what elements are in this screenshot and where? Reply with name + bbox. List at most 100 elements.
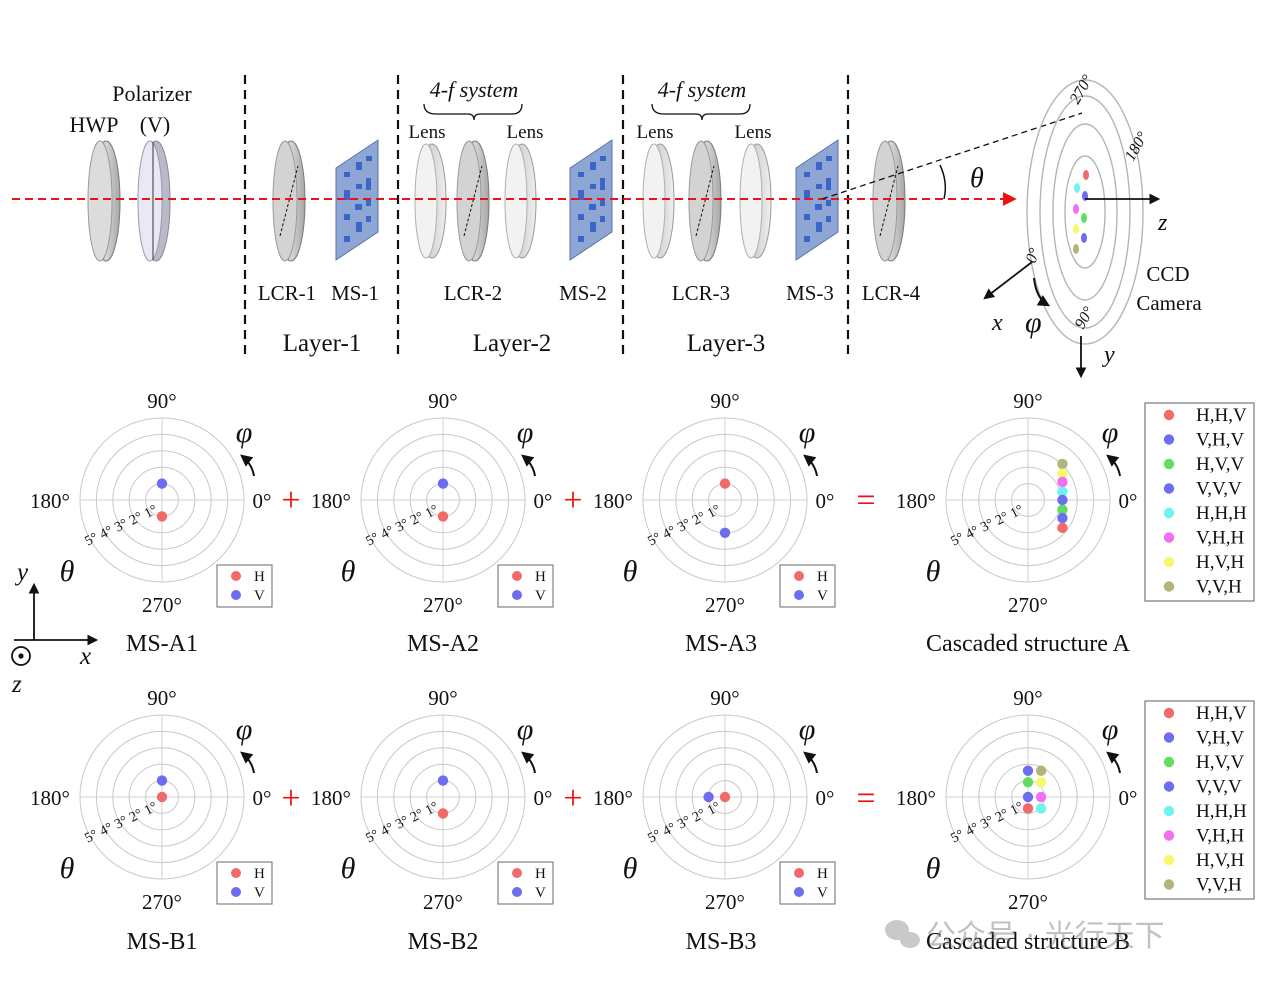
radial-tick-1: 1° [423, 800, 441, 819]
legend-v-marker [794, 887, 804, 897]
phi-arrow [803, 454, 818, 477]
radial-tick-4: 4° [97, 820, 115, 839]
lens-1 [414, 143, 447, 259]
label-ccd: CCD [1146, 262, 1189, 286]
point-hvv [1022, 777, 1034, 788]
label-lcr-2: LCR-2 [444, 281, 502, 305]
label-lcr-1: LCR-1 [258, 281, 316, 305]
theta-label: θ [341, 555, 356, 588]
label-ms-2: MS-2 [559, 281, 607, 305]
legend-h-marker [512, 571, 522, 581]
radial-tick-3: 3° [112, 516, 130, 535]
legend-h: H [535, 569, 546, 585]
phi-arrow [1106, 751, 1121, 774]
point-hvv [1057, 504, 1068, 516]
legend-marker-hvv [1163, 458, 1175, 470]
point-h [437, 808, 449, 819]
tick-90: 90° [147, 389, 176, 413]
legend-marker-hvv [1163, 756, 1175, 768]
phi-label: φ [799, 713, 816, 746]
radial-tick-4: 4° [963, 820, 981, 839]
theta-label: θ [926, 852, 941, 885]
polar-panel-3: 90°270°180°0°θφ1°2°3°4°5°HV [593, 389, 836, 617]
point-vhh [1035, 791, 1047, 803]
label-lens-1: Lens [409, 122, 446, 143]
point-v [437, 775, 449, 786]
polar-panel-4: 90°270°180°0°θφ1°2°3°4°5° [896, 389, 1137, 617]
phi-arrow [803, 751, 818, 774]
legend-v-marker [512, 590, 522, 600]
point-vvh [1057, 458, 1068, 470]
legend-h-marker [231, 868, 241, 878]
plus-a1: + [281, 482, 300, 519]
axes-icon-x: x [79, 643, 91, 670]
point-h [437, 511, 449, 522]
point-v [703, 791, 714, 803]
legend-marker-vhv [1163, 732, 1175, 743]
legend-v: V [254, 588, 265, 604]
lens-2 [504, 143, 537, 259]
label-polarizer-v: (V) [140, 112, 171, 137]
radial-tick-4: 4° [660, 820, 678, 839]
tick-0: 0° [253, 786, 272, 810]
legend-label-vhh: V,H,H [1196, 826, 1244, 847]
label-ring-270: 270° [1067, 72, 1097, 107]
radial-tick-2: 2° [408, 509, 426, 528]
legend-marker-hhv [1163, 409, 1175, 421]
label-ccd-x: x [991, 310, 1003, 336]
radial-tick-3: 3° [675, 813, 693, 832]
radial-tick-3: 3° [393, 516, 411, 535]
legend-h: H [254, 866, 265, 882]
radial-tick-5: 5° [949, 530, 967, 549]
data-points [703, 791, 731, 803]
radial-tick-2: 2° [993, 806, 1011, 825]
ccd-x-axis [983, 261, 1033, 300]
legend-label-hhh: H,H,H [1196, 503, 1247, 524]
label-polarizer: Polarizer [112, 81, 192, 106]
tick-270: 270° [1008, 593, 1048, 617]
theta-label: θ [926, 555, 941, 588]
legend-v-marker [794, 590, 804, 600]
tick-0: 0° [1119, 489, 1138, 513]
radial-tick-2: 2° [127, 509, 145, 528]
label-ccd-phi: φ [1025, 306, 1042, 339]
title-ms-b2: MS-B2 [408, 929, 479, 955]
tick-90: 90° [147, 686, 176, 710]
label-ms-3: MS-3 [786, 281, 834, 305]
radial-tick-4: 4° [660, 523, 678, 542]
label-camera: Camera [1136, 291, 1202, 315]
point-hhh [1057, 486, 1068, 497]
polar-panel-6: 90°270°180°0°θφ1°2°3°4°5°HV [311, 686, 554, 914]
radial-tick-5: 5° [83, 530, 101, 549]
lcr-2 [456, 140, 490, 262]
phi-label: φ [1102, 416, 1119, 449]
legend-h-marker [794, 868, 804, 878]
tick-270: 270° [142, 890, 182, 914]
legend-v: V [817, 588, 828, 604]
phi-arrow [240, 454, 255, 477]
radial-tick-1: 1° [705, 800, 723, 819]
label-lens-4: Lens [735, 122, 772, 143]
label-theta-setup: θ [970, 163, 984, 194]
legend-label-vvh: V,V,H [1196, 577, 1242, 598]
polar-panel-7: 90°270°180°0°θφ1°2°3°4°5°HV [593, 686, 836, 914]
legend-v: V [817, 885, 828, 901]
data-points [437, 478, 449, 522]
axes-icon-z-dot [18, 653, 24, 659]
legend-hv: HV [216, 861, 273, 905]
legend-marker-hvh [1163, 556, 1175, 568]
optical-setup: HWP Polarizer (V) 4-f system 4-f system … [12, 72, 1202, 379]
label-ms-1: MS-1 [331, 281, 379, 305]
radial-tick-1: 1° [142, 800, 160, 819]
point-vvv [1057, 494, 1068, 506]
tick-180: 180° [311, 786, 351, 810]
legend-marker-hhv [1163, 707, 1175, 719]
watermark: 公众号 · 光行天下 [885, 919, 1165, 954]
legend-marker-hvh [1163, 854, 1175, 866]
legend-cascaded-a-items: H,H,VV,H,VH,V,VV,V,VH,H,HV,H,HH,V,HV,V,H [1163, 405, 1247, 598]
four-f-brace-2 [651, 103, 751, 121]
plus-b2: + [563, 780, 582, 817]
point-vhh [1057, 476, 1068, 488]
point-h [156, 791, 168, 803]
radial-tick-1: 1° [1008, 503, 1026, 522]
